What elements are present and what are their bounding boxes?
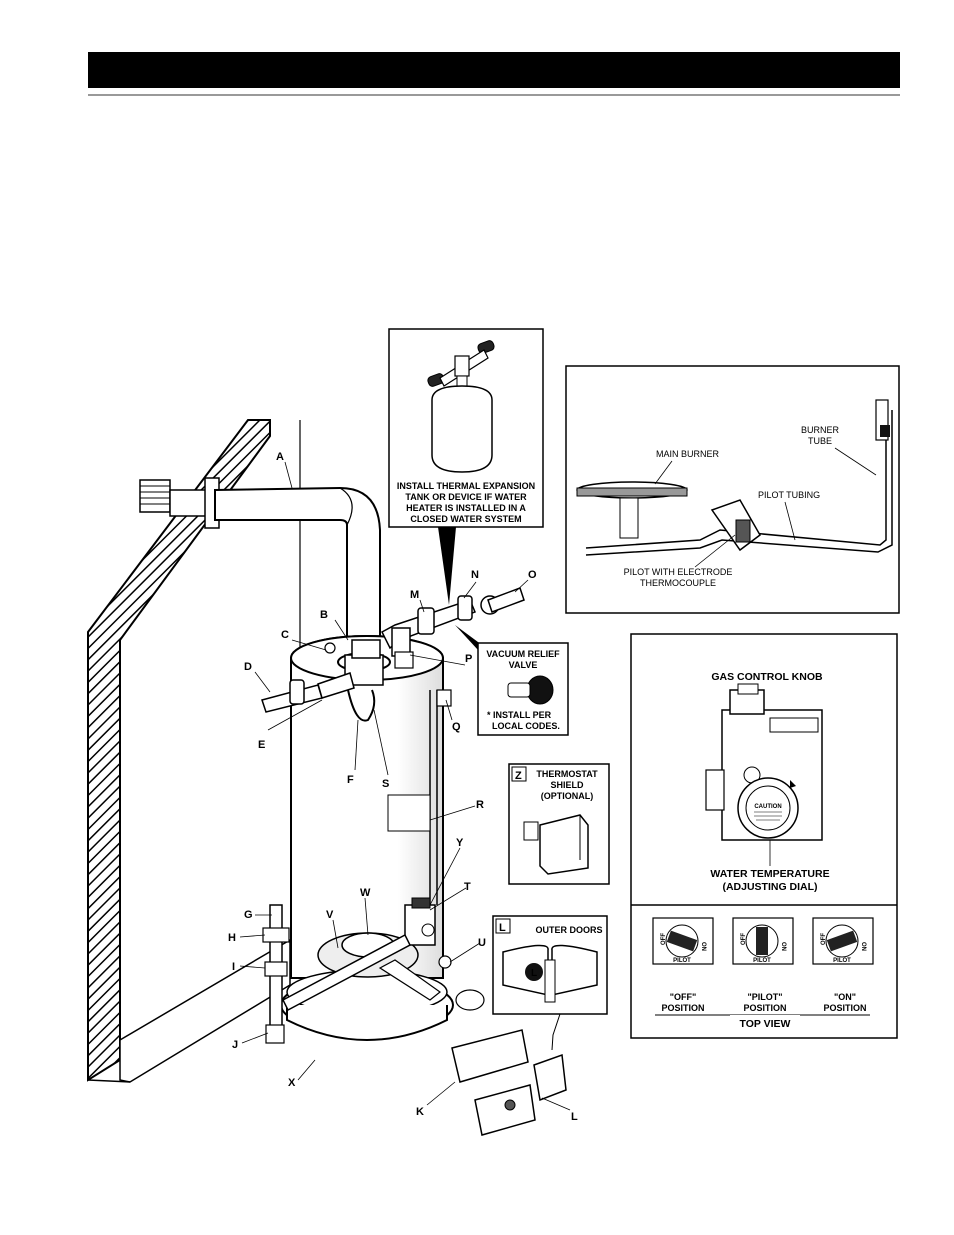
vacuum-text-1: VACUUM RELIEF: [486, 649, 560, 659]
gas-control-and-line: [262, 897, 452, 1044]
label-a: A: [276, 451, 284, 463]
adjusting-dial-label: (ADJUSTING DIAL): [722, 881, 817, 893]
vacuum-text-2: VALVE: [509, 660, 538, 670]
label-n: N: [471, 569, 479, 581]
vacuum-relief-callout: VACUUM RELIEF VALVE * INSTALL PER LOCAL …: [455, 625, 569, 736]
label-s: S: [382, 778, 389, 790]
label-k: K: [416, 1106, 424, 1118]
burner-tube-label-2: TUBE: [808, 436, 832, 446]
label-w: W: [360, 887, 371, 899]
main-burner-label: MAIN BURNER: [656, 449, 720, 459]
label-v: V: [326, 909, 334, 921]
pilot-label-2: THERMOCOUPLE: [640, 578, 716, 588]
hot-water-outlet: [381, 587, 525, 657]
svg-text:L: L: [531, 968, 537, 979]
outer-doors-letter: L: [499, 922, 506, 934]
expansion-text-2: TANK OR DEVICE IF WATER: [405, 492, 527, 502]
pilot-tubing-label: PILOT TUBING: [758, 490, 820, 500]
label-b: B: [320, 609, 328, 621]
caution-text: CAUTION: [754, 804, 781, 810]
label-l: L: [571, 1111, 578, 1123]
label-x: X: [288, 1077, 296, 1089]
off-view-on: ON: [700, 942, 706, 951]
label-y: Y: [456, 837, 464, 849]
vent-pipe: [139, 477, 381, 641]
label-h: H: [228, 932, 236, 944]
pilot-view-pilot: PILOT: [753, 958, 771, 964]
label-f: F: [347, 774, 354, 786]
pilot-position-2: POSITION: [743, 1003, 786, 1013]
label-j: J: [232, 1039, 238, 1051]
pilot-position-1: "PILOT": [747, 992, 782, 1002]
expansion-tank-callout: INSTALL THERMAL EXPANSION TANK OR DEVICE…: [388, 328, 544, 605]
label-d: D: [244, 661, 252, 673]
expansion-text-4: CLOSED WATER SYSTEM: [410, 514, 521, 524]
outer-doors-title: OUTER DOORS: [535, 925, 602, 935]
header-rule: [88, 94, 900, 96]
on-position-2: POSITION: [823, 1003, 866, 1013]
thermostat-text-2: SHIELD: [550, 780, 584, 790]
expansion-text-1: INSTALL THERMAL EXPANSION: [397, 481, 535, 491]
outer-door-panels: [451, 1029, 567, 1136]
label-i: I: [232, 961, 235, 973]
on-view-on: ON: [860, 942, 866, 951]
on-view-off: OFF: [821, 933, 827, 945]
pilot-view-off: OFF: [741, 933, 747, 945]
draft-hood: [337, 639, 391, 722]
thermostat-text-1: THERMOSTAT: [536, 769, 598, 779]
burner-tube-label-1: BURNER: [801, 425, 840, 435]
label-c: C: [281, 629, 289, 641]
water-temp-label: WATER TEMPERATURE: [710, 868, 829, 880]
expansion-text-3: HEATER IS INSTALLED IN A: [406, 503, 526, 513]
label-q: Q: [452, 721, 461, 733]
cold-water-inlet: [261, 642, 355, 713]
top-view-label: TOP VIEW: [740, 1018, 791, 1030]
on-view-pilot: PILOT: [833, 958, 851, 964]
callout-labels: A B C D E F S M N O P Q R Y T W V G H I …: [228, 451, 578, 1123]
header-bar: [88, 52, 900, 88]
leader-lines: [239, 461, 571, 1111]
thermostat-text-3: (OPTIONAL): [541, 791, 594, 801]
label-e: E: [258, 739, 265, 751]
outer-doors-callout: L OUTER DOORS L: [492, 915, 608, 1051]
vacuum-note-1: * INSTALL PER: [487, 710, 552, 720]
knob-on-view: OFF PILOT ON: [812, 917, 874, 965]
knob-off-view: OFF PILOT ON: [652, 917, 714, 965]
pilot-label-1: PILOT WITH ELECTRODE: [624, 567, 733, 577]
label-u: U: [478, 937, 486, 949]
on-position-1: "ON": [834, 992, 856, 1002]
label-t: T: [464, 881, 471, 893]
pilot-view-on: ON: [780, 942, 786, 951]
wall: [87, 419, 301, 1083]
thermostat-shield-callout: Z THERMOSTAT SHIELD (OPTIONAL): [508, 763, 610, 885]
knob-pilot-view: OFF PILOT ON: [732, 917, 794, 965]
gas-control-inset: GAS CONTROL KNOB CAUTION WATER TEMPERATU…: [630, 633, 898, 1039]
relief-valve: [394, 651, 452, 707]
label-p: P: [465, 653, 472, 665]
burner-inset: MAIN BURNER BURNER TUBE PILOT TUBING PIL…: [565, 365, 900, 614]
off-position-1: "OFF": [670, 992, 697, 1002]
label-o: O: [528, 569, 537, 581]
label-m: M: [410, 589, 419, 601]
thermostat-letter: Z: [515, 770, 522, 782]
label-g: G: [244, 909, 253, 921]
off-position-2: POSITION: [661, 1003, 704, 1013]
gas-control-knob-label: GAS CONTROL KNOB: [711, 671, 823, 683]
off-view-off: OFF: [661, 933, 667, 945]
label-r: R: [476, 799, 484, 811]
off-view-pilot: PILOT: [673, 958, 691, 964]
vacuum-note-2: LOCAL CODES.: [492, 721, 560, 731]
